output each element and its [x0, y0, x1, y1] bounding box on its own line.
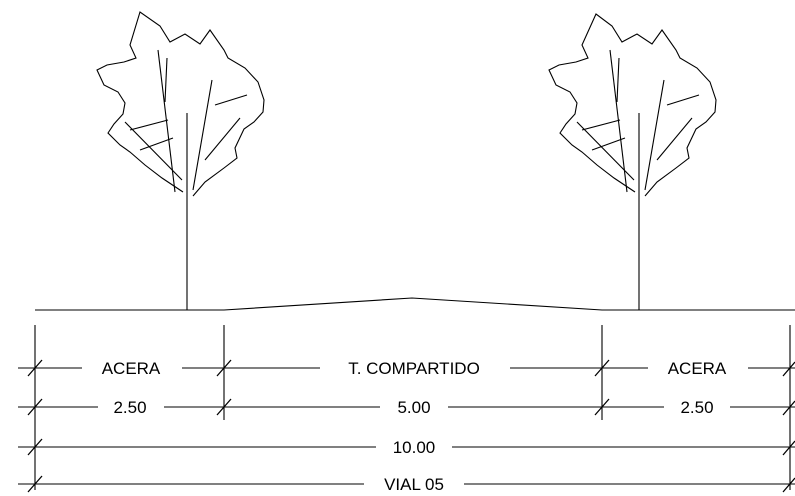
tree-left-branch — [124, 121, 183, 181]
dimension-tick — [27, 359, 43, 377]
tree-left-branch — [192, 79, 213, 191]
total-width-label: 10.00 — [393, 438, 436, 457]
dimension-tick — [782, 400, 795, 416]
zone-name-left: ACERA — [102, 359, 161, 378]
dimension-row-total: 10.00 — [18, 435, 795, 459]
tree-left-canopy — [96, 11, 265, 197]
tree-right-branch — [591, 137, 626, 151]
dimension-tick — [216, 398, 232, 416]
dimension-row-names: ACERA T. COMPARTIDO ACERA — [18, 356, 795, 380]
tree-right-canopy — [548, 13, 717, 197]
tree-right-branch — [581, 119, 621, 131]
zone-name-center: T. COMPARTIDO — [348, 359, 480, 378]
dimension-row-widths: 2.50 5.00 2.50 — [18, 395, 795, 419]
dimension-tick — [782, 440, 795, 456]
zone-width-center: 5.00 — [397, 398, 430, 417]
tree-right-branch — [609, 49, 628, 193]
dimension-tick — [27, 398, 43, 416]
road-name-label: VIAL 05 — [384, 475, 444, 494]
tree-right-branch — [644, 79, 665, 191]
dimension-tick — [782, 361, 795, 377]
dimension-tick — [782, 477, 795, 493]
tree-right-branch — [656, 117, 693, 161]
tree-left-branch — [157, 49, 176, 193]
dimension-tick — [27, 475, 43, 493]
dimension-tick — [594, 398, 610, 416]
tree-right — [548, 13, 717, 310]
zone-width-right: 2.50 — [680, 398, 713, 417]
tree-right-branch — [616, 57, 620, 103]
zone-width-left: 2.50 — [113, 398, 146, 417]
zone-name-right: ACERA — [668, 359, 727, 378]
dimension-tick — [27, 438, 43, 456]
dimension-tick — [216, 359, 232, 377]
tree-left — [96, 11, 265, 310]
tree-left-branch — [204, 117, 241, 161]
ground-profile-line — [35, 297, 795, 311]
tree-left-branch — [129, 119, 169, 131]
tree-left-branch — [164, 57, 168, 103]
tree-left-branch — [139, 137, 174, 151]
dimension-row-road-name: VIAL 05 — [18, 472, 795, 496]
tree-right-branch — [666, 94, 700, 106]
tree-left-branch — [214, 94, 248, 106]
tree-right-branch — [576, 121, 635, 181]
dimension-tick — [594, 359, 610, 377]
